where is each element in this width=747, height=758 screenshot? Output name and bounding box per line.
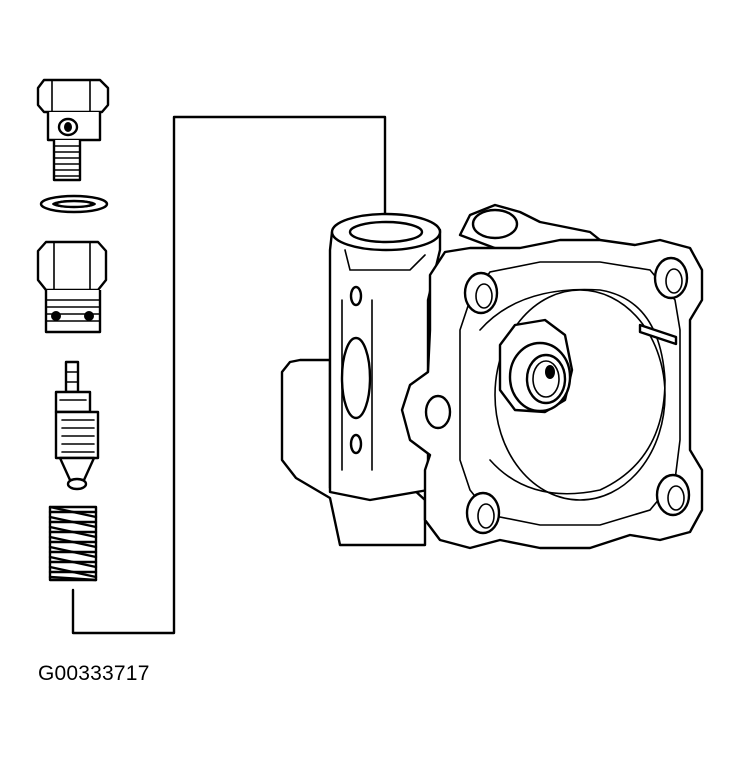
valve-spring-icon <box>48 505 98 582</box>
bolt-hole-bottom-right-icon <box>655 473 691 517</box>
shaft-boss-icon <box>498 318 574 414</box>
union-fitting-icon <box>36 240 108 334</box>
bolt-hole-top-left-icon <box>463 271 499 315</box>
flow-control-valve-icon <box>54 360 100 491</box>
assembly-leader-line <box>71 115 387 635</box>
bolt-hole-top-right-icon <box>653 256 689 300</box>
pump-housing-icon <box>280 203 704 550</box>
banjo-bolt-icon <box>36 78 110 182</box>
sealing-washer-icon <box>39 194 109 214</box>
figure-id-label: G00333717 <box>38 662 150 685</box>
bolt-hole-bottom-left-icon <box>465 491 501 535</box>
bolt-hole-side-icon <box>424 394 452 430</box>
